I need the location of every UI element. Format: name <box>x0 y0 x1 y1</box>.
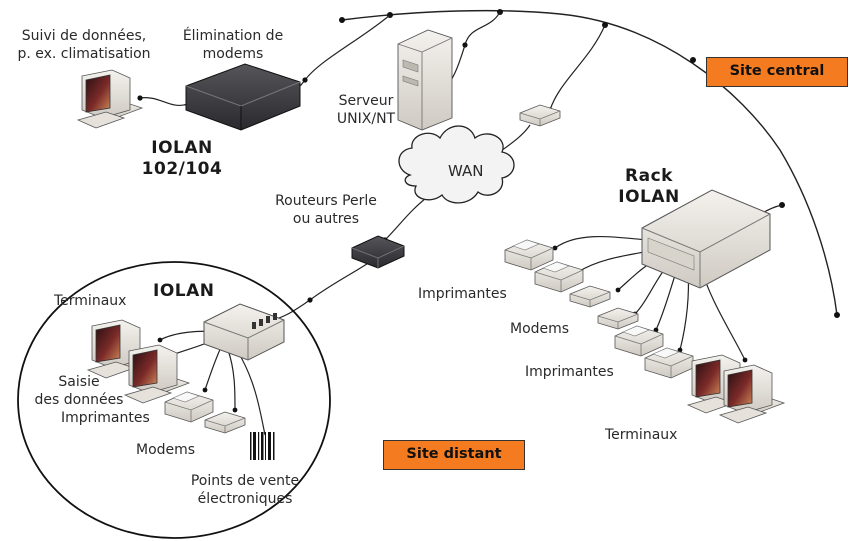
routers-label: Routeurs Perle ou autres <box>266 192 386 228</box>
central-terminal-2 <box>719 364 785 424</box>
rack-iolan-label-line1: Rack <box>625 166 673 186</box>
central-printer-1 <box>504 239 554 271</box>
rack-iolan-device <box>641 189 771 289</box>
remote-modem <box>204 411 246 434</box>
printers-central-1-label: Imprimantes <box>418 286 507 302</box>
central-printer-4 <box>644 347 694 379</box>
unix-server-label-line1: Serveur <box>338 93 394 109</box>
pos-label: Points de vente électroniques <box>180 472 310 508</box>
backbone-line <box>341 9 838 316</box>
unix-server-label: Serveur UNIX/NT <box>326 92 406 128</box>
rack-iolan-label-line2: IOLAN <box>618 187 680 207</box>
pos-label-line1: Points de vente <box>190 473 300 489</box>
central-modem-1 <box>569 285 611 308</box>
modems-central-label: Modems <box>510 321 570 337</box>
central-modem-2 <box>597 307 639 330</box>
data-entry-label-line1: Saisie <box>58 374 100 390</box>
pos-barcode <box>250 432 275 460</box>
modems-remote-label: Modems <box>136 442 196 458</box>
terminals-remote-label: Terminaux <box>54 293 127 309</box>
modem-elimination-label-line2: modems <box>202 46 264 62</box>
printers-central-2-label: Imprimantes <box>525 364 614 380</box>
data-entry-computer <box>124 344 190 404</box>
remote-iolan-device <box>203 303 285 361</box>
router-central <box>519 104 561 127</box>
terminals-central-label: Terminaux <box>605 427 678 443</box>
climate-monitor-computer <box>77 69 143 129</box>
climate-monitor-label-line2: p. ex. climatisation <box>17 46 151 62</box>
modem-elimination-label: Élimination de modems <box>168 27 298 63</box>
perle-router <box>351 235 405 269</box>
unix-server <box>397 29 453 131</box>
routers-label-line2: ou autres <box>292 211 360 227</box>
central-site-badge: Site central <box>706 57 848 87</box>
routers-label-line1: Routeurs Perle <box>275 193 377 209</box>
iolan-102-label-line1: IOLAN <box>151 138 213 158</box>
wan-label: WAN <box>448 162 484 180</box>
iolan-102-label: IOLAN 102/104 <box>132 138 232 180</box>
printers-remote-label: Imprimantes <box>61 410 150 426</box>
rack-iolan-label: Rack IOLAN <box>614 166 684 208</box>
iolan-remote-label: IOLAN <box>153 281 215 301</box>
pos-label-line2: électroniques <box>197 491 293 507</box>
climate-monitor-label-line1: Suivi de données, <box>21 28 147 44</box>
remote-site-badge: Site distant <box>383 440 525 470</box>
remote-printer <box>164 391 214 423</box>
iolan-102-label-line2: 102/104 <box>141 159 223 179</box>
central-printer-2 <box>534 261 584 293</box>
unix-server-label-line2: UNIX/NT <box>336 111 396 127</box>
modem-elimination-label-line1: Élimination de <box>182 28 284 44</box>
climate-monitor-label: Suivi de données, p. ex. climatisation <box>4 27 164 63</box>
data-entry-label-line2: des données <box>34 392 124 408</box>
iolan-102-device <box>185 63 301 131</box>
data-entry-label: Saisie des données <box>24 373 134 409</box>
remote-site-ellipse <box>17 261 331 539</box>
wan-cloud <box>398 125 515 204</box>
